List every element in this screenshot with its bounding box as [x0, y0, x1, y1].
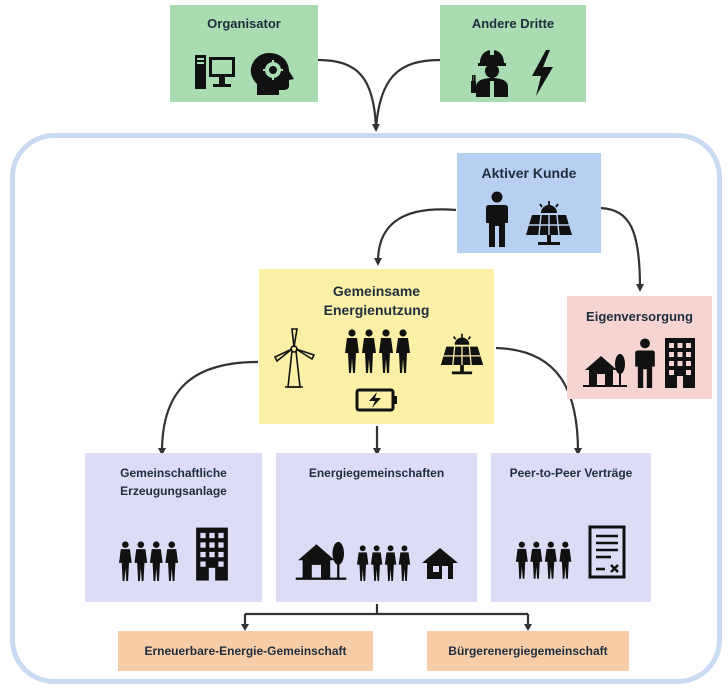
- erneuerbare-title: Erneuerbare-Energie-Gemeinschaft: [144, 644, 347, 658]
- battery-icon: [355, 387, 399, 413]
- gemeinschaftliche-title-line1: Gemeinschaftliche: [120, 466, 227, 480]
- gemeinsame-title-line2: Energienutzung: [323, 302, 430, 318]
- gemeinschaftliche-title-line2: Erzeugungsanlage: [120, 484, 227, 498]
- peer-to-peer-box: Peer-to-Peer Verträge: [491, 453, 651, 602]
- organisator-title: Organisator: [207, 16, 281, 31]
- building-icon: [663, 336, 697, 388]
- worker-icon: [470, 47, 514, 97]
- organisator-box: Organisator: [170, 5, 318, 102]
- gemeinsame-energienutzung-box: Gemeinsame Energienutzung: [259, 269, 494, 424]
- buerger-title: Bürgerenergiegemeinschaft: [448, 644, 608, 658]
- people-group-icon: [356, 545, 412, 581]
- arrow-andere-dritte: [374, 58, 441, 129]
- aktiver-kunde-box: Aktiver Kunde: [457, 153, 601, 253]
- arrow-organisator: [317, 58, 380, 132]
- arrow-energie-split: [243, 604, 530, 627]
- erneuerbare-energie-gemeinschaft-box: Erneuerbare-Energie-Gemeinschaft: [118, 631, 373, 671]
- buergerenergiegemeinschaft-box: Bürgerenergiegemeinschaft: [427, 631, 629, 671]
- energiegemeinschaften-title: Energiegemeinschaften: [308, 466, 445, 480]
- arrow-kunde-eigen: [600, 206, 644, 292]
- solar-panel-icon: [524, 199, 574, 247]
- aktiver-kunde-title: Aktiver Kunde: [481, 165, 577, 181]
- head-gear-icon: [249, 51, 295, 95]
- arrow-gemeinsame-left: [158, 360, 259, 456]
- building-icon: [194, 525, 230, 581]
- arrow-kunde-gemeinsame: [374, 208, 457, 266]
- energiegemeinschaften-box: Energiegemeinschaften: [276, 453, 477, 602]
- peer-to-peer-title: Peer-to-Peer Verträge: [509, 466, 633, 480]
- arrow-gemeinsame-right: [495, 346, 582, 456]
- solar-panel-icon: [439, 331, 485, 377]
- community-frame: [10, 133, 722, 684]
- contract-icon: [587, 525, 627, 579]
- people-group-icon: [118, 541, 180, 581]
- house-tree-icon: [582, 348, 627, 388]
- house-tree-icon: [294, 535, 348, 581]
- lightning-icon: [528, 49, 556, 97]
- person-icon: [633, 338, 657, 388]
- eigenversorgung-box: Eigenversorgung: [567, 296, 712, 399]
- gemeinschaftliche-erzeugungsanlage-box: Gemeinschaftliche Erzeugungsanlage: [85, 453, 262, 602]
- people-group-icon: [515, 541, 573, 579]
- andere-dritte-title: Andere Dritte: [471, 16, 555, 31]
- gemeinsame-title-line1: Gemeinsame: [332, 283, 421, 299]
- people-group-icon: [344, 329, 412, 373]
- house-icon: [420, 545, 460, 581]
- computer-icon: [193, 51, 237, 95]
- wind-turbine-icon: [271, 327, 317, 389]
- andere-dritte-box: Andere Dritte: [440, 5, 586, 102]
- person-icon: [484, 191, 510, 247]
- eigenversorgung-title: Eigenversorgung: [586, 309, 693, 324]
